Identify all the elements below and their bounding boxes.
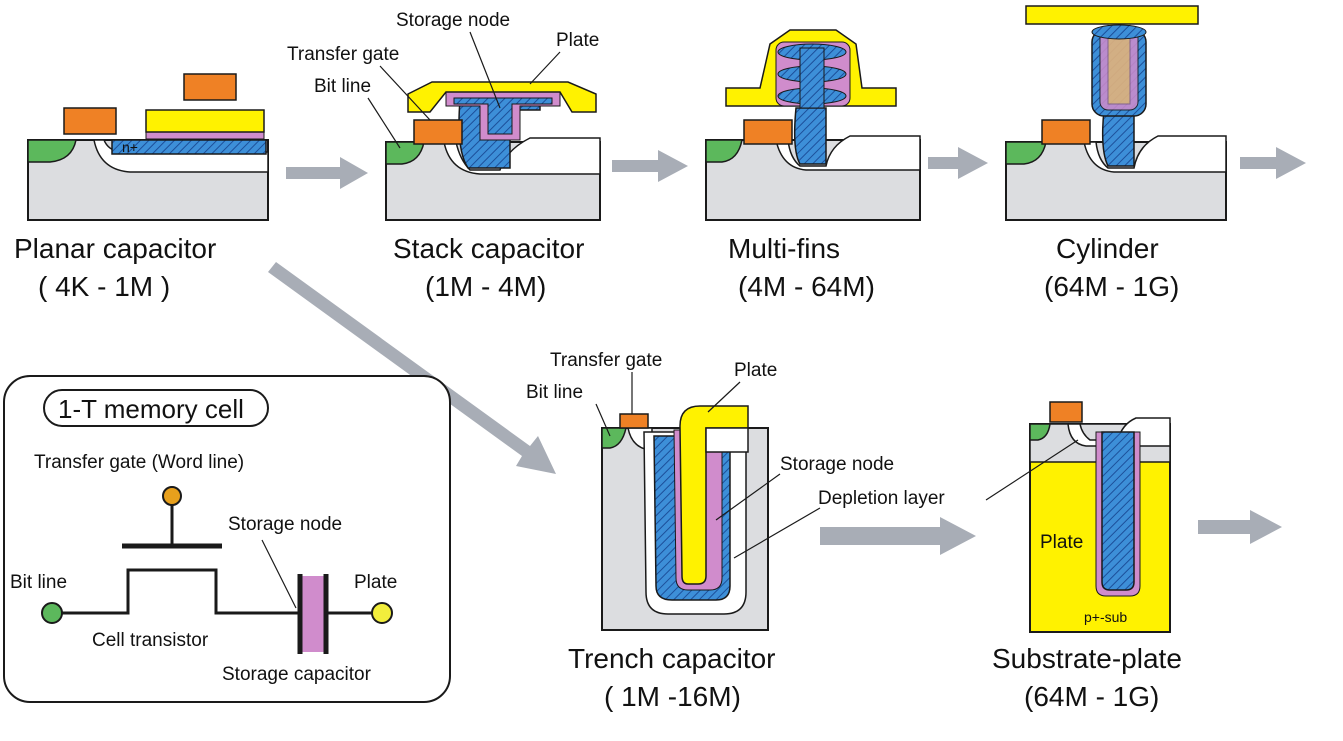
transfer-gate [619,413,649,429]
storage-node-core [453,97,553,135]
storage-capacitor-label: Storage capacitor [222,664,372,685]
storage-node-label: Storage node [228,514,342,535]
bit-line-label: Bit line [314,76,371,97]
arrow-substrate-next [1198,510,1282,544]
plate-label: Plate [556,30,599,51]
storage-node-diffusion [111,139,267,155]
arrow-planar-to-trench [268,262,556,474]
plate [145,109,265,133]
capacitor-range: (4M - 64M) [738,271,875,302]
transfer-gate-label: Transfer gate [287,44,399,65]
arrow-planar-to-stack [286,157,368,189]
cylinder-diagram: Cylinder (64M - 1G) [1005,5,1227,302]
storage-node-label: Storage node [780,454,894,475]
upper-electrode [183,73,237,101]
capacitor-name: Stack capacitor [393,233,584,264]
storage-node-leader [261,539,297,609]
capacitor-range: (64M - 1G) [1044,271,1179,302]
bit-line-leader [367,97,401,149]
isolation-oxide [443,137,601,175]
bit-line-leader [595,403,611,437]
cell-transistor-label: Cell transistor [92,630,209,651]
transfer-gate [1041,119,1091,145]
stack-capacitor-diagram: Storage node Transfer gate Plate Bit lin… [287,10,601,302]
plate [679,405,749,585]
storage-node-stem [1101,109,1135,167]
storage-node-leader [715,473,781,521]
arrows [268,147,1306,555]
trench-capacitor-diagram: Transfer gate Plate Bit line Storage nod… [526,350,945,712]
capacitor-name: Planar capacitor [14,233,216,264]
capacitor-dielectric [302,576,324,652]
transfer-gate [63,107,117,135]
fin-core [799,47,825,109]
transfer-gate [1049,401,1083,423]
substrate-label: p+-sub [1084,609,1127,625]
arrow-trench-to-substrate [820,517,976,555]
isolation-oxide [1083,135,1227,173]
isolation-oxide [775,135,921,171]
capacitor-name: Trench capacitor [568,643,776,674]
plate-terminal [371,602,393,624]
depletion-layer-leader [733,507,821,559]
plate-leader [707,381,741,413]
memory-cell-title: 1-T memory cell [58,394,244,424]
bit-line-contact [1029,423,1051,441]
transfer-gate-leader [379,65,431,121]
plate-label: Plate [1040,532,1083,553]
transfer-gate-label: Transfer gate [550,350,662,371]
bit-line-terminal [41,602,63,624]
depletion-layer-label: Depletion layer [818,488,945,509]
transfer-gate-word-line-label: Transfer gate (Word line) [34,452,244,473]
arrow-stack-to-multifins [612,150,688,182]
storage-node-stem [793,107,827,165]
oxide-cap [705,427,749,453]
bit-line-contact [705,139,743,163]
storage-node [1101,431,1135,591]
depletion-layer-leader [985,439,1079,501]
plate-leader [529,51,561,85]
memory-cell-title-pill [43,389,269,427]
storage-node-leader [469,31,501,109]
multi-fins-diagram: Multi-fins (4M - 64M) [705,29,921,302]
bit-line-label: Bit line [526,382,583,403]
n-plus-label: n+ [122,139,138,155]
capacitor-range: (64M - 1G) [1024,681,1159,712]
plate [1025,5,1199,25]
plate-label: Plate [354,572,397,593]
capacitor-name: Cylinder [1056,233,1159,264]
arrow-multifins-to-cylinder [928,147,988,179]
isolation-oxide [93,139,269,173]
plate-label: Plate [734,360,777,381]
capacitor-range: ( 4K - 1M ) [38,271,170,302]
memory-cell-frame [3,375,451,703]
plate-stem [1107,23,1131,105]
channel-wire [62,568,298,615]
capacitor-range: (1M - 4M) [425,271,546,302]
capacitor-name: Multi-fins [728,233,840,264]
capacitor-name: Substrate-plate [992,643,1182,674]
capacitor-range: ( 1M -16M) [604,681,741,712]
transfer-gate [413,119,463,145]
arrow-cylinder-next [1240,147,1306,179]
bit-line-label: Bit line [10,572,67,593]
transfer-gate [743,119,793,145]
planar-capacitor-diagram: n+ Planar capacitor ( 4K - 1M ) [14,73,269,302]
memory-cell-box: 1-T memory cell Transfer gate (Word line… [3,375,451,703]
storage-node-label: Storage node [396,10,510,31]
bit-line-contact [27,139,77,163]
substrate-plate-diagram: Plate p+-sub Substrate-plate (64M - 1G) [985,401,1182,712]
cylinder-rim [1091,24,1147,40]
word-line-terminal [162,486,182,506]
